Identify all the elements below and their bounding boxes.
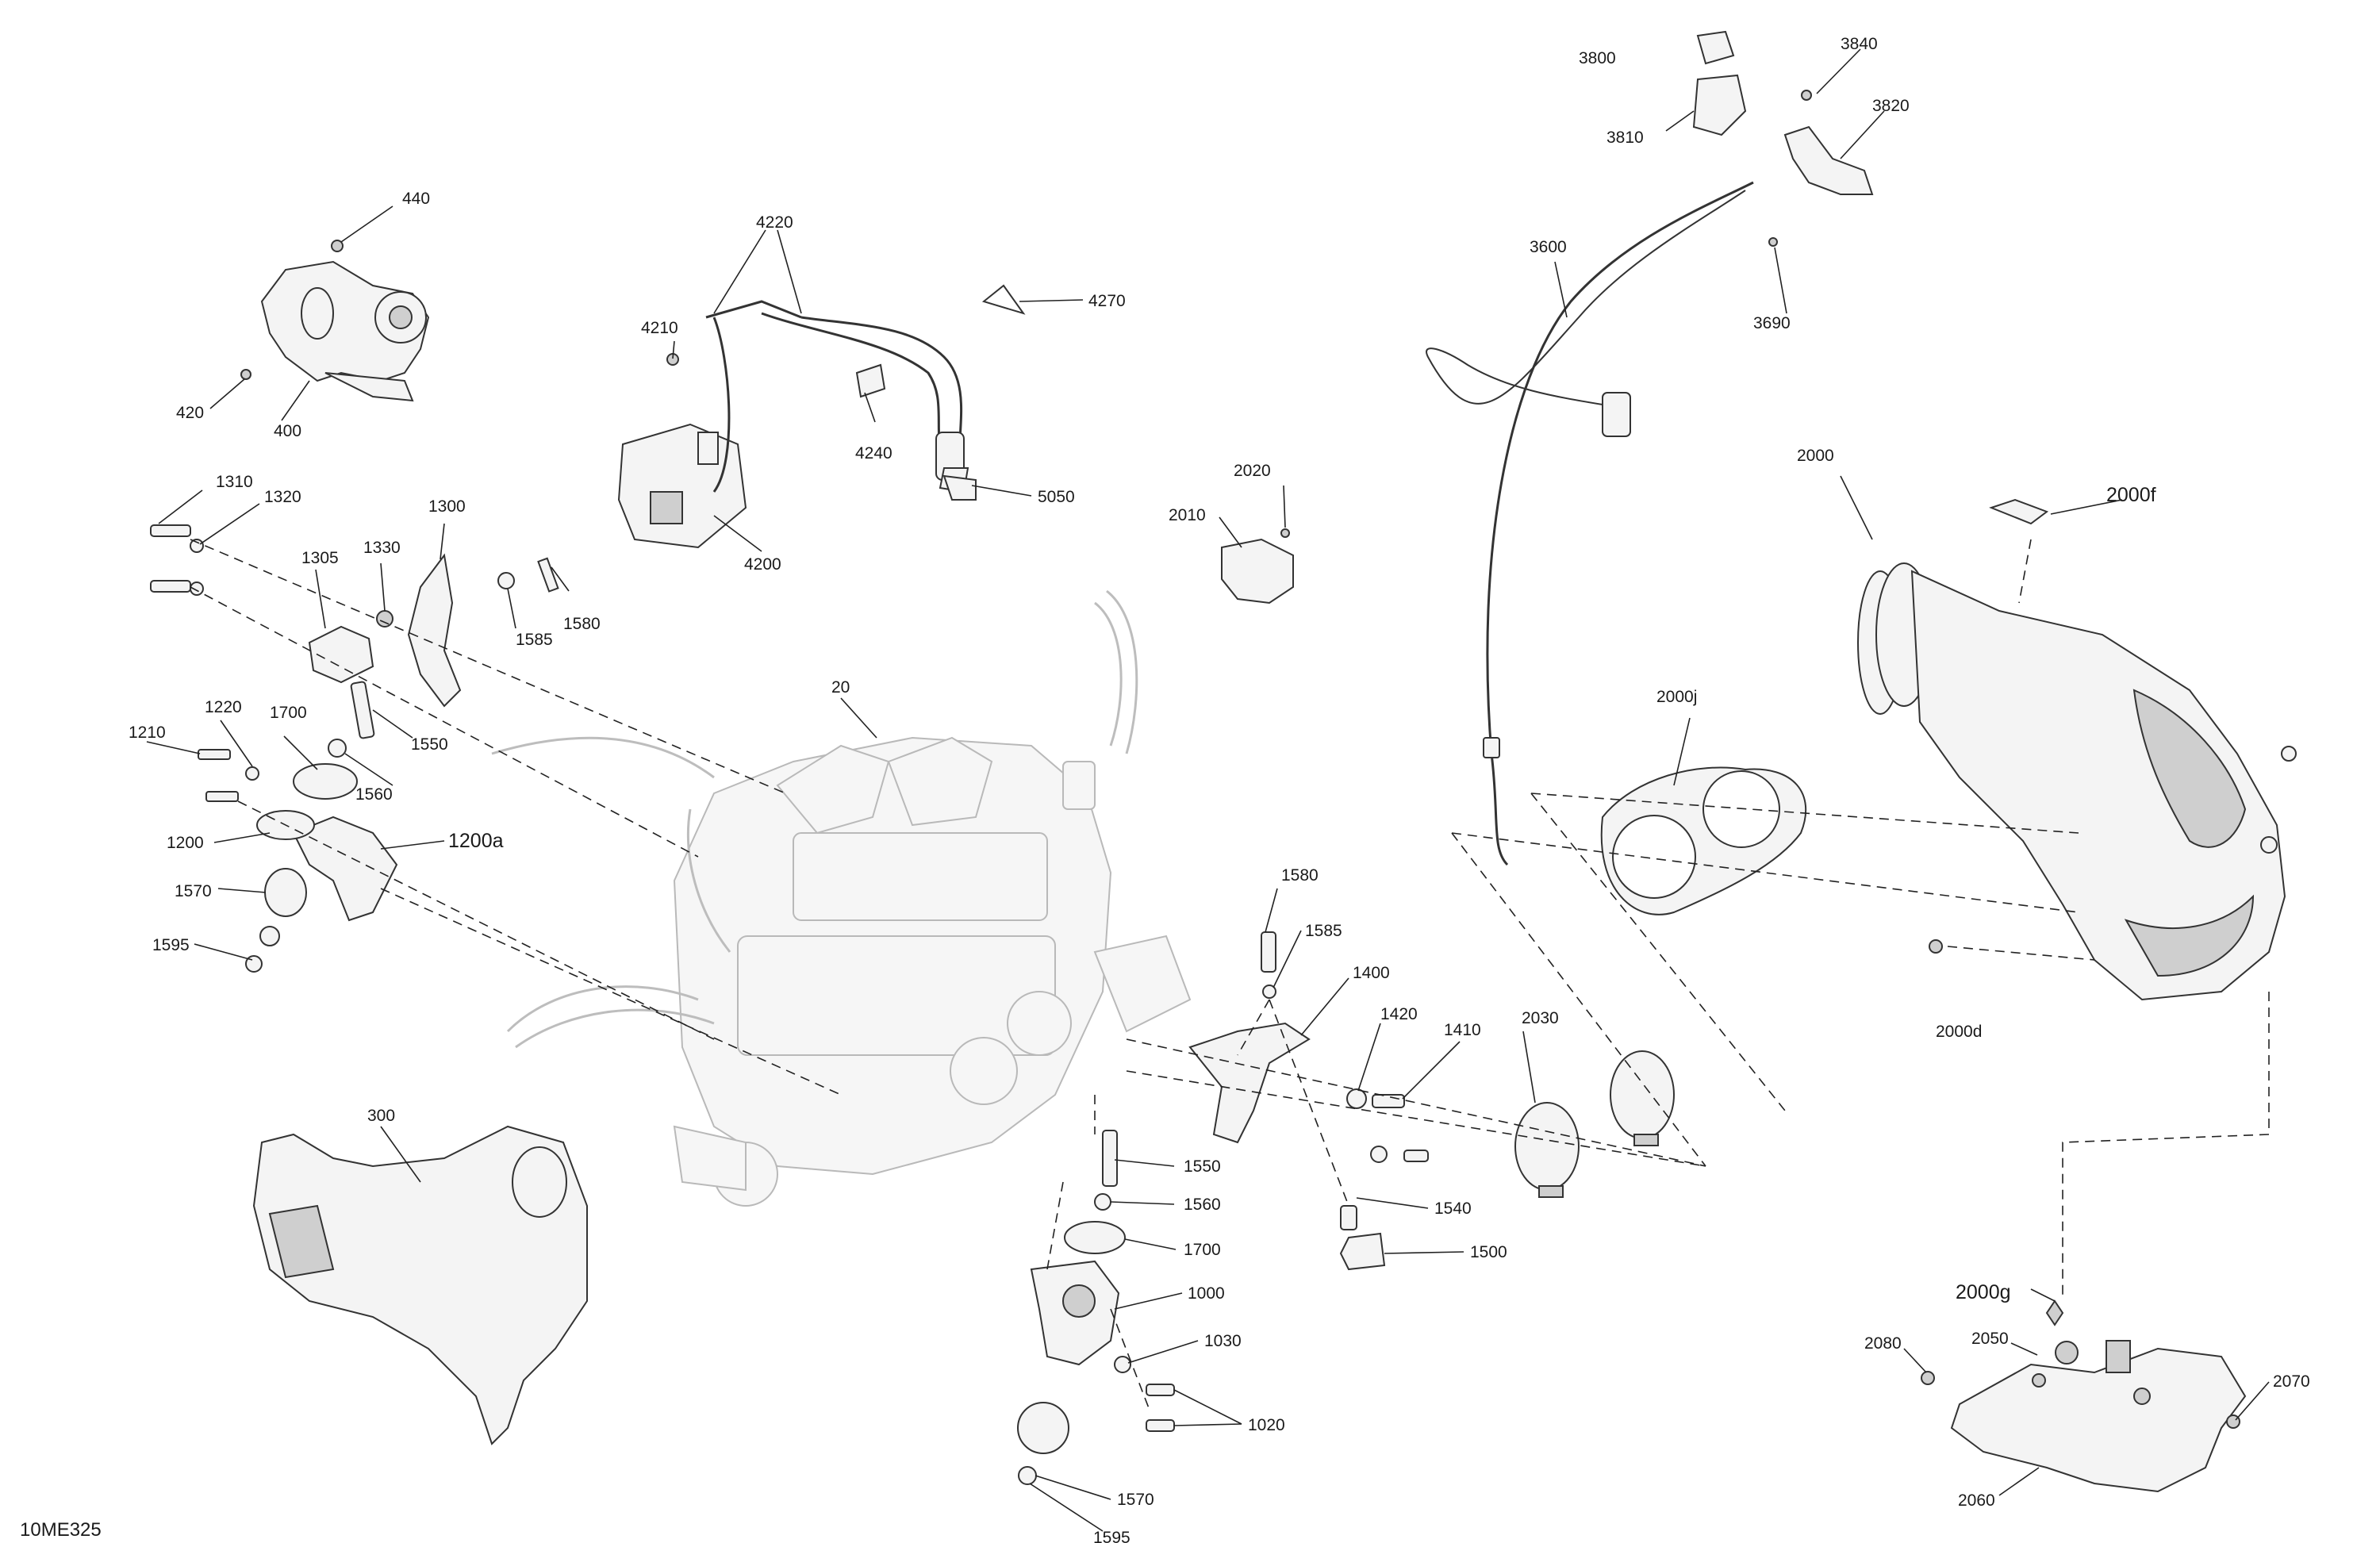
part-label: 4220 [756, 213, 793, 232]
part-label: 2000j [1656, 688, 1697, 706]
part-label: 1020 [1248, 1416, 1285, 1434]
part-label: 1700 [270, 704, 307, 722]
part-400-assembly [240, 240, 430, 402]
part-label: 2070 [2273, 1372, 2310, 1391]
part-2000j-gasket [1600, 766, 1807, 915]
part-label: 1210 [129, 724, 166, 742]
part-1550-1560-1700-stack [293, 681, 375, 800]
part-label: 1300 [428, 497, 466, 516]
part-label: 3820 [1872, 97, 1910, 115]
part-2000-air-intake [1857, 498, 2297, 1001]
part-label: 2050 [1971, 1330, 2009, 1348]
part-label: 3840 [1841, 35, 1878, 53]
part-1400-bracket [1188, 931, 1311, 1144]
part-label: 2030 [1522, 1009, 1559, 1027]
part-label: 1560 [355, 785, 393, 804]
part-label: 1585 [516, 631, 553, 649]
part-1410-1420-bolts [1346, 1088, 1429, 1163]
part-label: 2000d [1936, 1023, 1982, 1041]
part-3820-cable-bracket [1768, 125, 1874, 247]
part-label: 1580 [1281, 866, 1319, 885]
part-label: 4240 [855, 444, 892, 463]
part-label: 1700 [1184, 1241, 1221, 1259]
part-label: 1595 [1093, 1529, 1130, 1543]
part-label: 1550 [411, 735, 448, 754]
part-label: 1540 [1434, 1199, 1472, 1218]
part-1500-isolator [1339, 1205, 1386, 1271]
part-1310-1320-bolts [150, 524, 204, 596]
part-label: 20 [831, 678, 850, 697]
part-label: 2020 [1234, 462, 1271, 480]
part-label: 2060 [1958, 1491, 1995, 1510]
part-label: 1200 [167, 834, 204, 852]
part-label: 3810 [1606, 129, 1644, 147]
leader-lines [146, 48, 2270, 1532]
alignment-dashed-lines [190, 539, 2270, 1413]
part-label: 1580 [563, 615, 601, 633]
part-label: 2000g [1956, 1281, 2011, 1303]
part-label: 1220 [205, 698, 242, 716]
part-label: 1585 [1305, 922, 1342, 940]
part-2060-mounting-plate [1921, 1299, 2247, 1493]
part-2010-bracket [1221, 528, 1294, 605]
part-label: 1400 [1353, 964, 1390, 982]
part-label: 5050 [1038, 488, 1075, 506]
part-3800-3810-cable-holder [1692, 30, 1812, 136]
part-label: 3600 [1530, 238, 1567, 256]
part-label: 2000 [1797, 447, 1834, 465]
part-label: 4200 [744, 555, 781, 574]
part-label: 3690 [1753, 314, 1791, 332]
part-label: 1570 [175, 882, 212, 900]
part-label: 1305 [301, 549, 339, 567]
part-label: 4270 [1088, 292, 1126, 310]
part-2030-clamps [1514, 1050, 1675, 1198]
part-label: 4210 [641, 319, 678, 337]
part-label: 1570 [1117, 1491, 1154, 1509]
part-1570-1595-isolator [245, 868, 307, 973]
part-label: 2080 [1864, 1334, 1902, 1353]
part-label: 400 [274, 422, 301, 440]
part-1000-mount [1017, 1130, 1175, 1485]
part-label: 1595 [152, 936, 190, 954]
part-3600-throttle-cable [1426, 181, 1754, 866]
diagram-reference-code: 10ME325 [20, 1519, 102, 1541]
part-label: 1030 [1204, 1332, 1242, 1350]
part-label: 1000 [1188, 1284, 1225, 1303]
part-4220-harness [705, 284, 1026, 501]
part-label: 420 [176, 404, 204, 422]
part-2000d-clip [1929, 939, 1943, 954]
part-label: 1330 [363, 539, 401, 557]
part-label: 2010 [1169, 506, 1206, 524]
part-label: 440 [402, 190, 430, 208]
part-label: 1420 [1380, 1005, 1418, 1023]
part-labels: 440 420 400 4220 4210 4270 4240 4200 505… [20, 35, 2310, 1543]
part-300-cover [252, 1125, 588, 1445]
part-label: 1550 [1184, 1157, 1221, 1176]
part-label: 1560 [1184, 1196, 1221, 1214]
part-label: 1320 [264, 488, 301, 506]
engine-assembly-ghost [491, 589, 1192, 1207]
part-label: 1200a [448, 830, 504, 852]
part-label: 1410 [1444, 1021, 1481, 1039]
part-1305-mount [308, 610, 393, 684]
part-label: 300 [367, 1107, 395, 1125]
part-label: 1310 [216, 473, 253, 491]
part-label: 1500 [1470, 1243, 1507, 1261]
part-label: 2000f [2106, 484, 2156, 506]
part-4200-ignition-coil [617, 353, 747, 549]
part-label: 3800 [1579, 49, 1616, 67]
part-1300-bracket [407, 553, 559, 708]
